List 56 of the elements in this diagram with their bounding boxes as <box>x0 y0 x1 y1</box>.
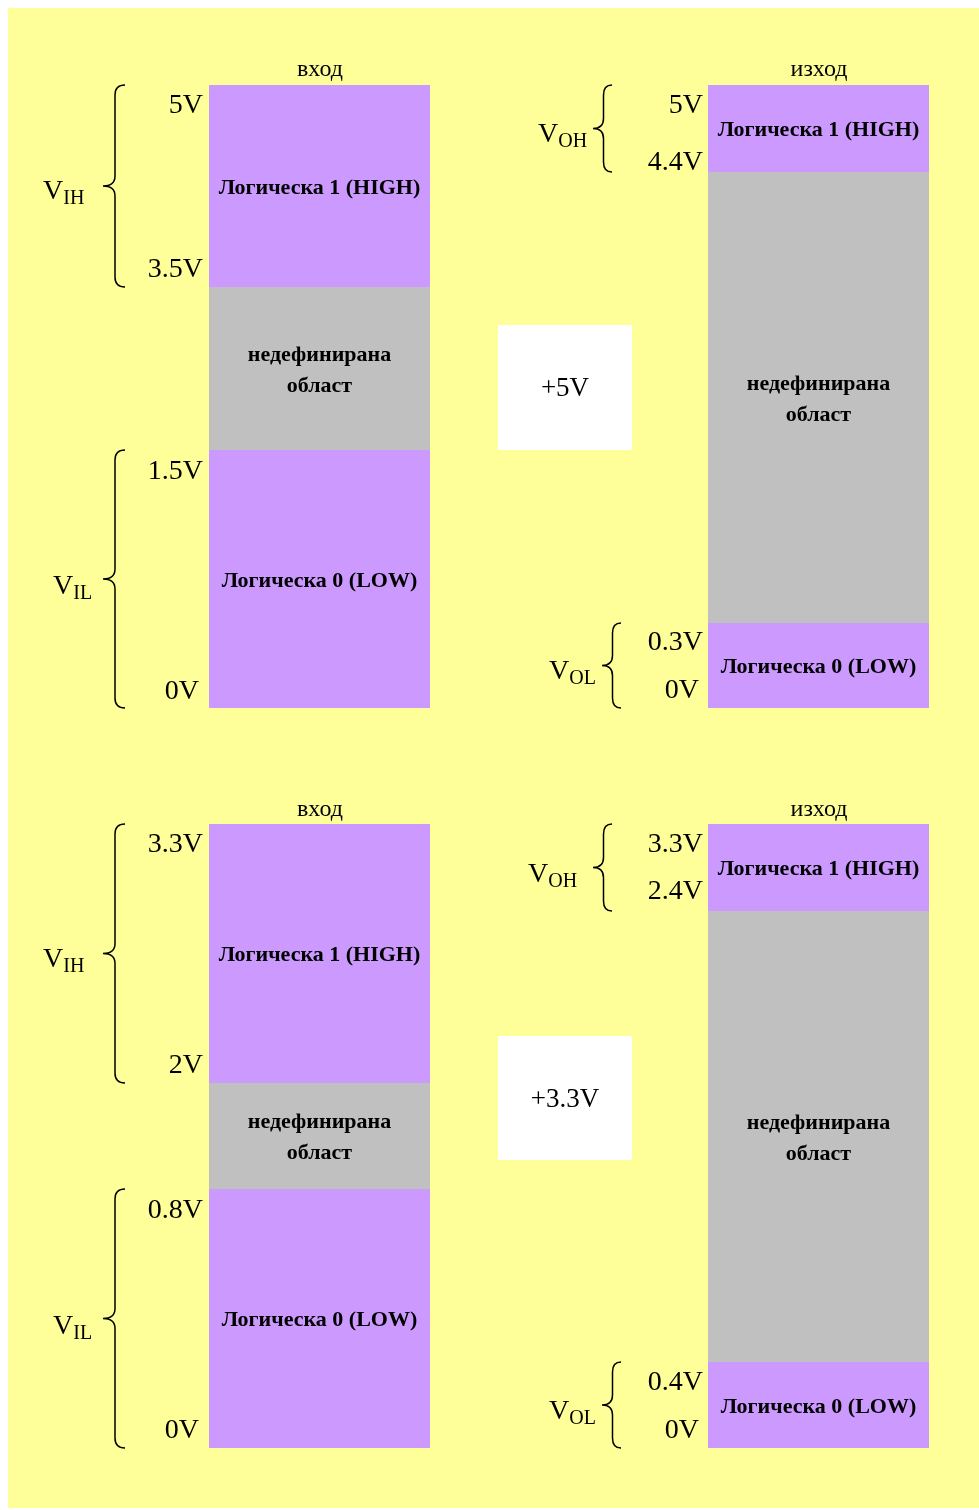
logic-level-band <box>708 1362 929 1448</box>
voltage-label: V$_{IH}$ <box>43 176 85 204</box>
voltage-label: V$_{IL}$ <box>53 571 93 599</box>
band-text: недефинирана област <box>745 368 892 428</box>
voltage-label: 3.5V <box>147 254 203 282</box>
supply-voltage-box <box>498 1036 632 1160</box>
voltage-label: 0V <box>164 1415 199 1443</box>
voltage-label: 2V <box>168 1050 203 1078</box>
band-text: +3.3V <box>530 1081 600 1115</box>
voltage-label: 1.5V <box>147 456 203 484</box>
voltage-label: V$_{IL}$ <box>53 1311 93 1339</box>
band-text: Логическа 0 (LOW) <box>220 565 419 594</box>
band-text: Логическа 0 (LOW) <box>719 1391 918 1420</box>
column-heading: вход <box>297 796 343 820</box>
voltage-label: 0V <box>164 676 199 704</box>
band-text: Логическа 1 (HIGH) <box>217 172 422 201</box>
voltage-label: 3.3V <box>647 829 703 857</box>
column-heading: изход <box>790 56 848 80</box>
column-heading: изход <box>790 796 848 820</box>
band-text: недефинирана област <box>246 339 393 399</box>
voltage-label: V$_{OH}$ <box>528 859 578 887</box>
logic-level-band <box>209 824 430 1083</box>
undefined-region-band <box>708 911 929 1362</box>
voltage-label: 3.3V <box>147 829 203 857</box>
undefined-region-band <box>708 172 929 623</box>
band-text: Логическа 1 (HIGH) <box>716 854 921 882</box>
logic-level-band <box>708 85 929 172</box>
band-text: Логическа 0 (LOW) <box>220 1305 419 1333</box>
voltage-label: 0.3V <box>647 627 703 655</box>
logic-level-band <box>708 824 929 911</box>
supply-voltage-box <box>498 325 632 450</box>
column-heading: вход <box>297 56 343 80</box>
undefined-region-band <box>209 287 430 450</box>
band-text: Логическа 0 (LOW) <box>719 652 918 680</box>
band-text: недефинирана област <box>745 1107 892 1167</box>
voltage-label: 5V <box>668 90 703 118</box>
voltage-label: 5V <box>168 90 203 118</box>
logic-level-band <box>708 623 929 708</box>
voltage-label: 0.4V <box>647 1367 703 1395</box>
band-text: недефинирана област <box>246 1107 393 1166</box>
voltage-label: 2.4V <box>647 876 703 904</box>
voltage-label: 0V <box>664 1415 699 1443</box>
band-text: Логическа 1 (HIGH) <box>217 940 422 968</box>
voltage-label: V$_{IH}$ <box>43 944 85 972</box>
logic-level-band <box>209 450 430 708</box>
voltage-label: V$_{OL}$ <box>549 656 596 684</box>
voltage-label: 0.8V <box>147 1195 203 1223</box>
band-text: +5V <box>540 371 590 405</box>
voltage-label: 0V <box>664 675 699 703</box>
undefined-region-band <box>209 1083 430 1189</box>
logic-level-band <box>209 85 430 287</box>
logic-level-band <box>209 1189 430 1448</box>
voltage-label: 4.4V <box>647 147 703 175</box>
voltage-label: V$_{OH}$ <box>538 119 588 147</box>
voltage-label: V$_{OL}$ <box>549 1396 596 1424</box>
band-text: Логическа 1 (HIGH) <box>716 115 921 143</box>
